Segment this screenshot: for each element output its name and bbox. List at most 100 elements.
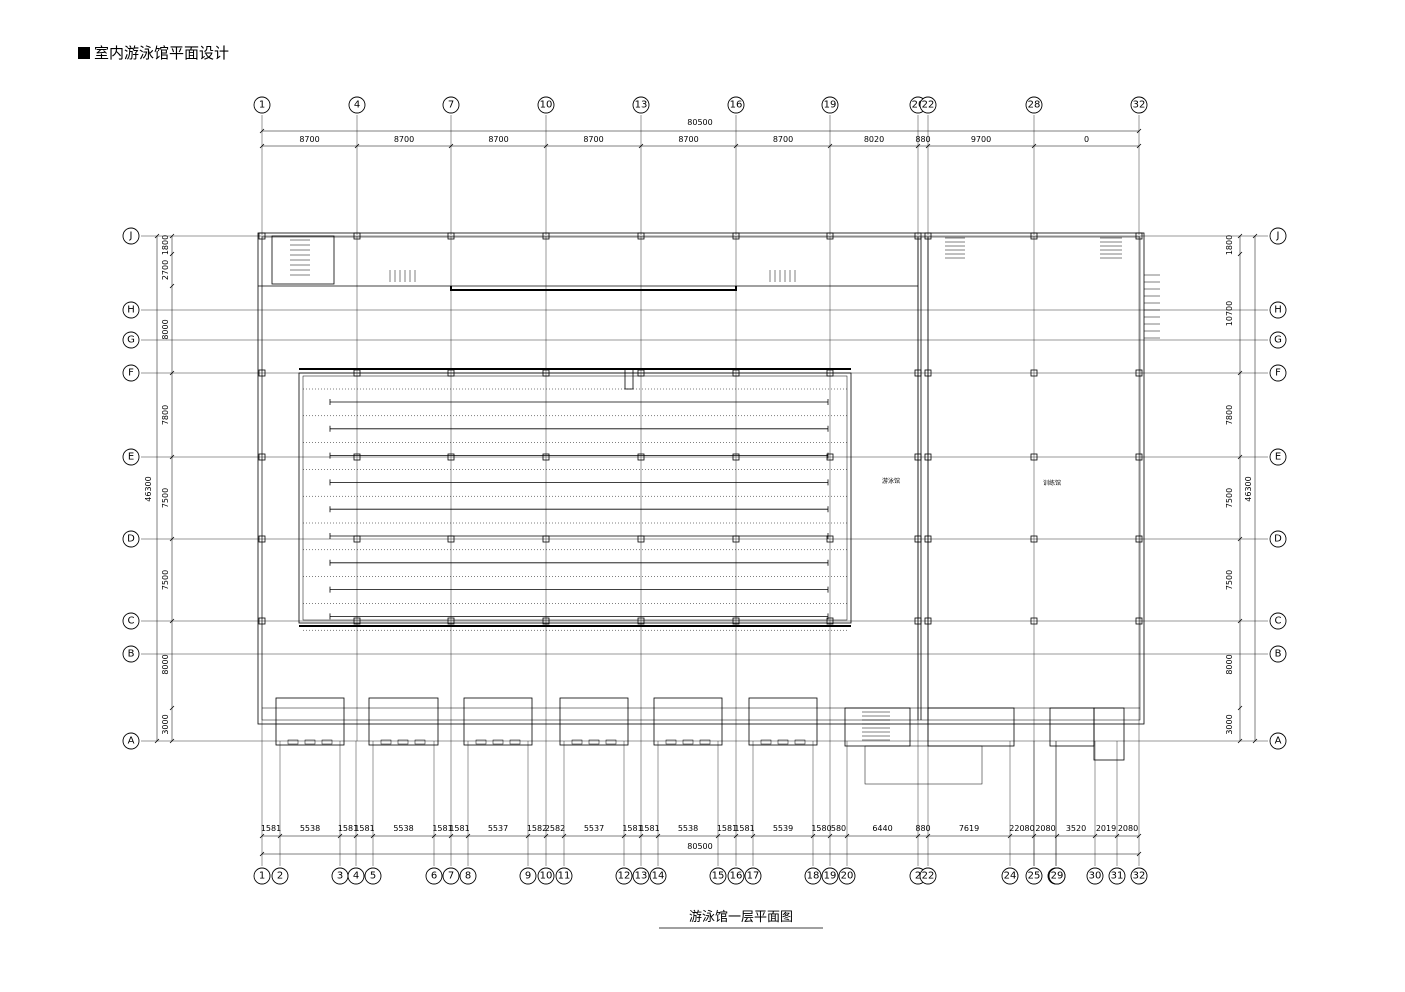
axis-bubble-circle (1130, 867, 1148, 885)
axis-bubble-bottom: 14 (649, 867, 667, 885)
axis-bubble-circle (1001, 867, 1019, 885)
axis-bubble-label: 19 (824, 100, 837, 111)
south-bay (368, 697, 439, 746)
axis-bubble-label: 25 (1028, 871, 1041, 882)
right-total-tick (1252, 738, 1258, 744)
bottom-dim-label: 1581 (639, 824, 659, 833)
bottom-dim-tick (733, 833, 739, 839)
axis-bubble-top: 7 (442, 96, 460, 114)
axis-bubble-bottom: 25 (1025, 867, 1043, 885)
axis-bubble-label: F (128, 368, 134, 379)
top-dim-tick (925, 143, 931, 149)
window-mark (588, 739, 600, 745)
axis-bubble-bottom: 2 (271, 867, 289, 885)
column (1030, 232, 1038, 240)
axis-bubble-bottom: 13 (632, 867, 650, 885)
left-dim-label: 2700 (161, 260, 170, 280)
axis-bubble-circle (1269, 301, 1287, 319)
column (1030, 535, 1038, 543)
column (353, 232, 361, 240)
south-bay (748, 697, 818, 746)
axis-bubble-label: 29 (1051, 871, 1064, 882)
column (924, 453, 932, 461)
axis-bubble-circle (727, 867, 745, 885)
right-dim-tick (1237, 251, 1243, 257)
axis-bubble-right: B (1269, 645, 1287, 663)
top-dim-label: 8700 (583, 135, 603, 144)
axis-bubble-circle (253, 867, 271, 885)
left-dim-label: 3000 (161, 714, 170, 734)
axis-bubble-label: E (1275, 452, 1281, 463)
bottom-dim-label: 5537 (584, 824, 604, 833)
axis-bubble-circle (519, 867, 537, 885)
axis-bubble-circle (838, 867, 856, 885)
left-dim-tick (169, 233, 175, 239)
axis-bubble-label: 32 (1133, 100, 1146, 111)
axis-bubble-bottom: 32 (1130, 867, 1148, 885)
bottom-dim-label: 6440 (872, 824, 892, 833)
column (732, 617, 740, 625)
entry-porch (864, 745, 983, 785)
bottom-dim-tick (827, 833, 833, 839)
building-outline-inner (261, 236, 1141, 721)
window-mark (492, 739, 504, 745)
axis-bubble-circle (1269, 364, 1287, 382)
top-dim-tick (638, 143, 644, 149)
bottom-dim-label: 5539 (773, 824, 793, 833)
bottom-dim-tick (1092, 833, 1098, 839)
bottom-dim-tick (525, 833, 531, 839)
axis-bubble-label: C (128, 616, 135, 627)
axis-bubble-label: 19 (824, 871, 837, 882)
bottom-dim-tick (561, 833, 567, 839)
column (914, 453, 922, 461)
bottom-dim-tick (431, 833, 437, 839)
left-dim-label: 8000 (161, 319, 170, 339)
axis-bubble-circle (1269, 732, 1287, 750)
axis-bubble-circle (122, 645, 140, 663)
south-bay (463, 697, 533, 746)
window-mark (605, 739, 617, 745)
bottom-dim-label: 2080 (1035, 824, 1055, 833)
axis-bubble-label: 24 (1004, 871, 1017, 882)
axis-bubble-left: B (122, 645, 140, 663)
pool-basin-inner (302, 375, 848, 621)
axis-bubble-bottom: 1 (253, 867, 271, 885)
bottom-dim-label: 1581 (622, 824, 642, 833)
axis-bubble-label: 20 (841, 871, 854, 882)
bottom-dim-tick (915, 833, 921, 839)
axis-bubble-label: 7 (448, 871, 454, 882)
bottom-dim-label: 1581 (354, 824, 374, 833)
left-dim-tick (169, 536, 175, 542)
axis-bubble-left: J (122, 227, 140, 245)
room-label-training: 训练馆 (1043, 479, 1061, 487)
column (353, 617, 361, 625)
axis-bubble-label: 3 (337, 871, 343, 882)
left-dim-label: 7800 (161, 405, 170, 425)
bottom-dim-tick (277, 833, 283, 839)
axis-bubble-circle (1269, 612, 1287, 630)
top-dim-tick (915, 143, 921, 149)
axis-bubble-label: 22 (922, 100, 935, 111)
right-dim-label: 3000 (1225, 714, 1234, 734)
axis-bubble-label: 13 (635, 100, 648, 111)
column (542, 453, 550, 461)
axis-bubble-bottom: 3 (331, 867, 349, 885)
bottom-dim-label: 3520 (1066, 824, 1086, 833)
axis-bubble-top: 19 (821, 96, 839, 114)
axis-bubble-label: 15 (712, 871, 725, 882)
pool-ladder (624, 368, 634, 390)
axis-bubble-circle (122, 612, 140, 630)
bottom-dim-tick (259, 833, 265, 839)
axis-bubble-label: 28 (1028, 100, 1041, 111)
axis-bubble-label: 16 (730, 871, 743, 882)
axis-bubble-label: 2 (277, 871, 283, 882)
right-dim-tick (1237, 454, 1243, 460)
axis-bubble-circle (1086, 867, 1104, 885)
title-square-icon (78, 46, 90, 59)
axis-bubble-label: 32 (1133, 871, 1146, 882)
axis-bubble-label: 4 (354, 100, 360, 111)
bottom-dim-tick (621, 833, 627, 839)
column (447, 453, 455, 461)
axis-bubble-circle (919, 96, 937, 114)
left-dim-label: 7500 (161, 570, 170, 590)
